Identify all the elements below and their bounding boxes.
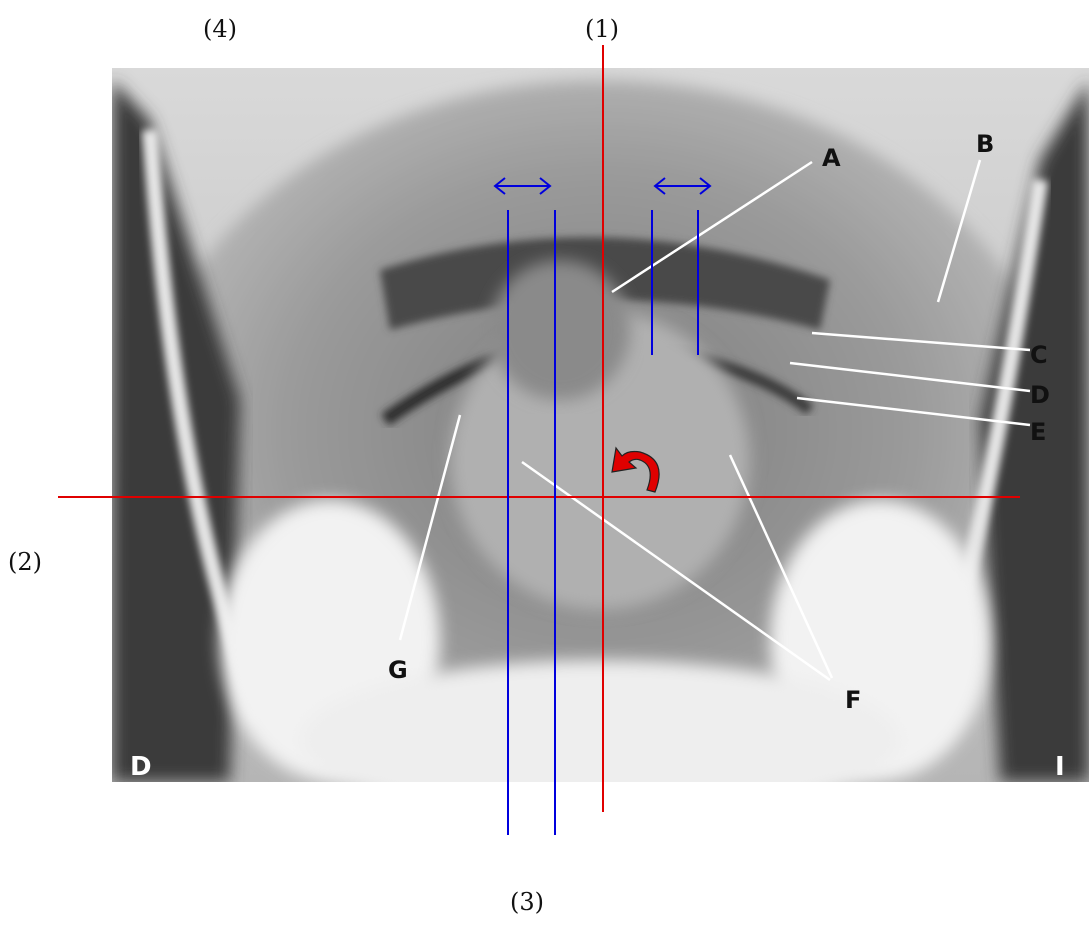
label-C: C	[1030, 341, 1048, 369]
label-A: A	[822, 144, 841, 172]
caption-3: (3)	[510, 888, 544, 916]
caption-4: (4)	[203, 15, 237, 43]
caption-1: (1)	[585, 15, 619, 43]
label-G: G	[388, 656, 408, 684]
label-D: D	[1030, 381, 1050, 409]
corner-letter-left: D	[130, 752, 152, 782]
label-B: B	[976, 130, 994, 158]
label-F: F	[845, 686, 861, 714]
caption-2: (2)	[8, 548, 42, 576]
xray-image: D I	[112, 68, 1089, 860]
label-E: E	[1030, 418, 1046, 446]
corner-letter-right: I	[1055, 752, 1065, 782]
